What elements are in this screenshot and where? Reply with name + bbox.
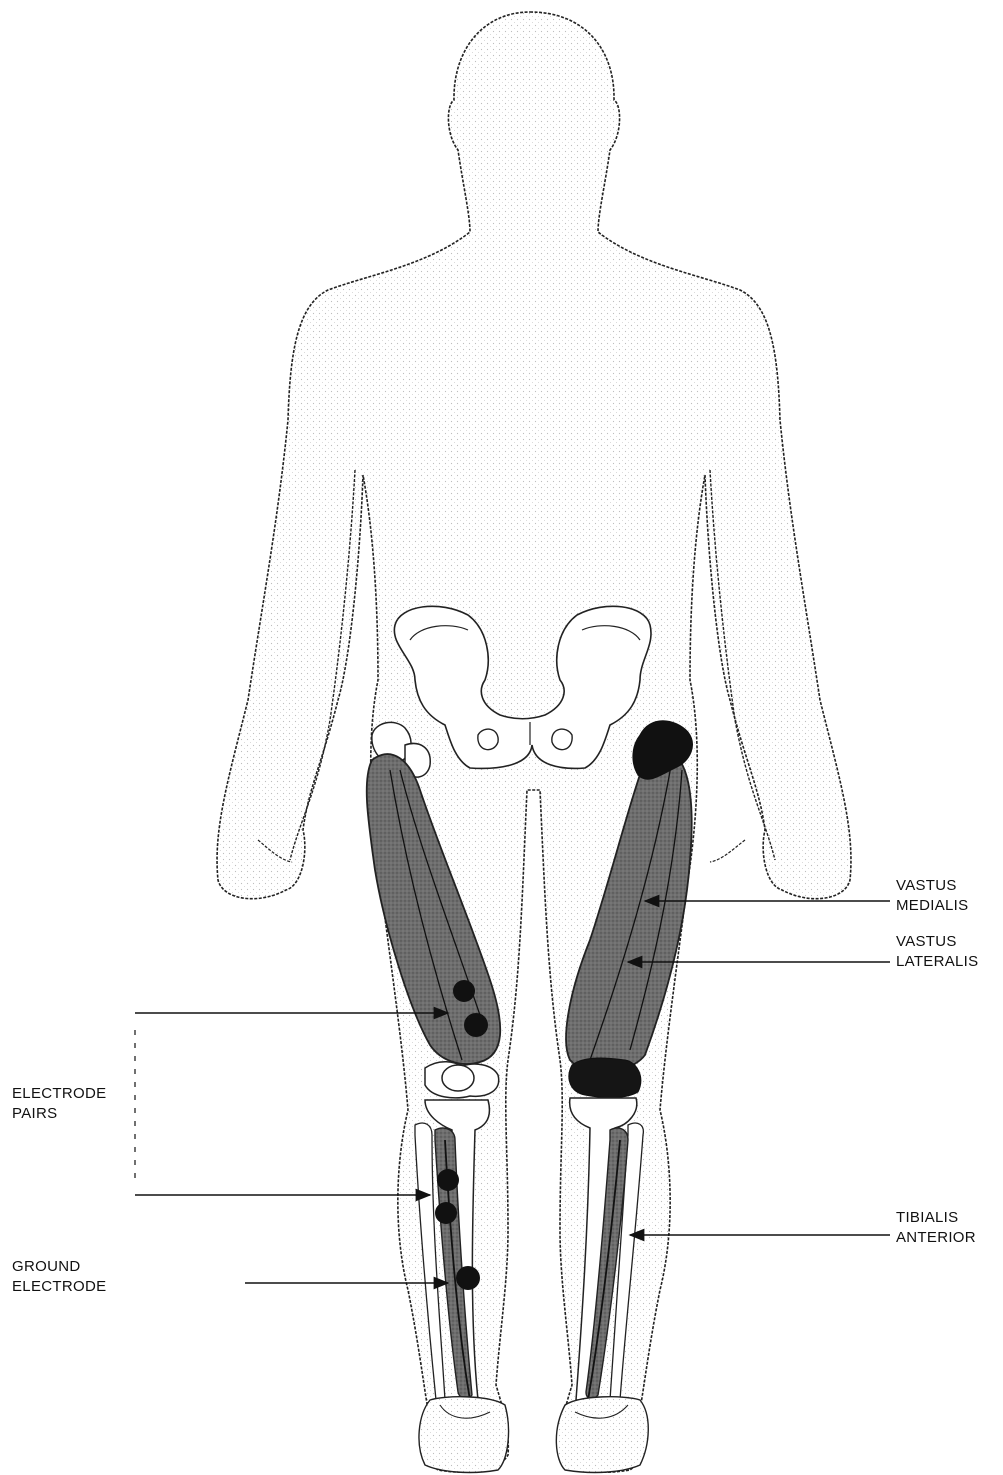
electrode-shin-upper	[437, 1169, 459, 1191]
label-vastus-medialis: VASTUS MEDIALIS	[896, 876, 968, 916]
label-tibialis-anterior: TIBIALIS ANTERIOR	[896, 1208, 976, 1248]
label-tibialis-anterior-line1: TIBIALIS	[896, 1208, 976, 1228]
label-tibialis-anterior-line2: ANTERIOR	[896, 1228, 976, 1248]
electrode-ground	[456, 1266, 480, 1290]
label-vastus-lateralis-line1: VASTUS	[896, 932, 978, 952]
label-electrode-pairs-line2: PAIRS	[12, 1104, 106, 1124]
label-electrode-pairs-line1: ELECTRODE	[12, 1084, 106, 1104]
electrode-thigh-lower	[464, 1013, 488, 1037]
electrode-shin-lower	[435, 1202, 457, 1224]
label-ground-electrode-line2: ELECTRODE	[12, 1277, 106, 1297]
label-vastus-medialis-line1: VASTUS	[896, 876, 968, 896]
label-electrode-pairs: ELECTRODE PAIRS	[12, 1084, 106, 1124]
electrode-thigh-upper	[453, 980, 475, 1002]
label-ground-electrode: GROUND ELECTRODE	[12, 1257, 106, 1297]
label-vastus-medialis-line2: MEDIALIS	[896, 896, 968, 916]
label-vastus-lateralis-line2: LATERALIS	[896, 952, 978, 972]
left-knee-patella	[425, 1062, 499, 1098]
label-ground-electrode-line1: GROUND	[12, 1257, 106, 1277]
label-vastus-lateralis: VASTUS LATERALIS	[896, 932, 978, 972]
